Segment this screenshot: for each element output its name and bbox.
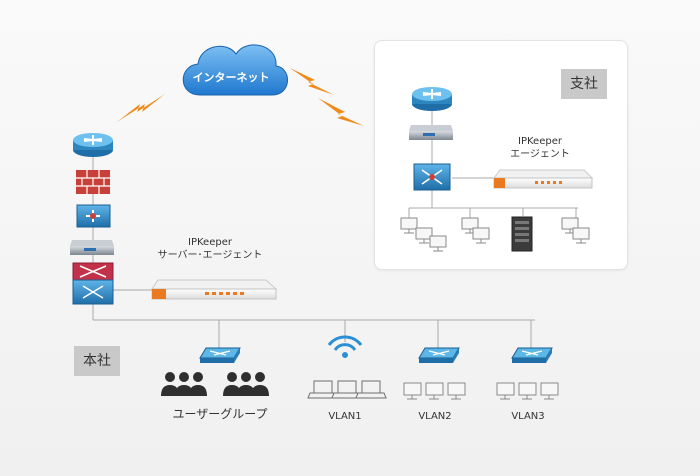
hq-server-icon xyxy=(70,240,114,255)
branch-switch-icon xyxy=(413,163,451,191)
laptop-icon xyxy=(355,380,387,399)
firewall-icon xyxy=(76,170,110,194)
vlan3-pc-icons xyxy=(496,382,559,400)
laptop-icon xyxy=(307,380,339,399)
pc-icon xyxy=(540,382,559,400)
pc-icon xyxy=(572,227,590,244)
ipkeeper-agent-appliance-icon xyxy=(493,169,594,189)
pc-icon xyxy=(496,382,515,400)
laptop-icons xyxy=(307,380,387,399)
hq-tag: 本社 xyxy=(74,346,120,376)
branch-agent-name: IPKeeper xyxy=(518,136,562,147)
hq-access-switch-icon xyxy=(72,279,114,305)
internet-label: インターネット xyxy=(192,71,270,84)
pc-icon xyxy=(425,382,444,400)
user-group-switch-icon xyxy=(199,347,241,363)
server-agent-label: IPKeeper サーバー･エージェント xyxy=(145,236,275,262)
tower-server-icon xyxy=(511,216,533,252)
pc-icon xyxy=(403,382,422,400)
vlan2-switch-icon xyxy=(418,347,460,363)
pc-icon xyxy=(447,382,466,400)
vlan2-pc-icons xyxy=(403,382,466,400)
vlan3-switch-icon xyxy=(511,347,553,363)
hq-core-switch-icon xyxy=(76,204,111,228)
server-agent-role: サーバー･エージェント xyxy=(157,250,263,261)
branch-server-icon xyxy=(409,125,453,140)
lightning-icon xyxy=(117,68,364,126)
vlan3-label: VLAN3 xyxy=(511,411,545,422)
wifi-icon xyxy=(327,335,363,358)
branch-agent-label: IPKeeper エージェント xyxy=(495,135,585,161)
branch-pc-icons xyxy=(400,217,590,252)
vlan2-label: VLAN2 xyxy=(418,411,452,422)
pc-icon xyxy=(429,235,447,252)
pc-icon xyxy=(518,382,537,400)
pc-icon xyxy=(472,227,490,244)
server-agent-name: IPKeeper xyxy=(188,237,232,248)
hq-router-icon xyxy=(73,133,113,157)
branch-agent-role: エージェント xyxy=(510,149,570,160)
utm-icon xyxy=(72,262,114,281)
vlan1-label: VLAN1 xyxy=(328,411,362,422)
internet-cloud-icon xyxy=(182,44,288,96)
ipkeeper-server-appliance-icon xyxy=(151,279,278,300)
user-group-label: ユーザーグループ xyxy=(172,407,268,421)
branch-router-icon xyxy=(412,87,452,111)
user-group-icon xyxy=(161,372,269,396)
branch-tag: 支社 xyxy=(561,69,607,99)
pc-icon xyxy=(415,227,433,244)
pc-icon xyxy=(400,217,418,234)
